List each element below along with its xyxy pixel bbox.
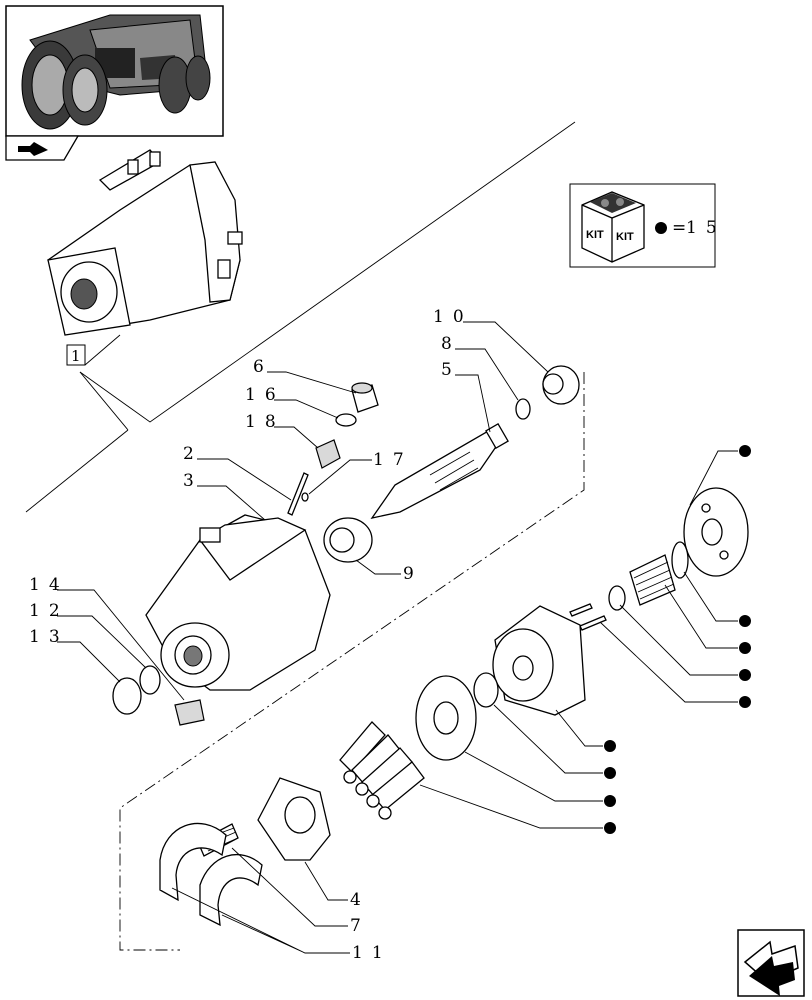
callout-18: 18	[245, 412, 285, 432]
kit-dot-5	[739, 696, 751, 708]
bearing-shells-11	[159, 822, 263, 927]
callout-17: 17	[373, 450, 413, 470]
ref-label: 1	[71, 347, 81, 365]
rod-2	[287, 472, 309, 516]
kit-legend: KIT KIT = 15	[569, 183, 726, 268]
pump-housing	[145, 514, 331, 691]
kit-bullet	[655, 222, 667, 234]
plug-6	[351, 382, 379, 413]
callout-16: 16	[245, 385, 285, 405]
kit-dot-6	[604, 740, 616, 752]
callout-11: 11	[352, 943, 392, 963]
kit-equals: =	[672, 218, 686, 238]
pin-b	[579, 615, 607, 631]
bush-small	[473, 672, 499, 708]
callout-6: 6	[253, 357, 273, 377]
ring-8	[515, 398, 531, 420]
nav-arrow-icon[interactable]	[5, 135, 80, 161]
kit-dot-1	[739, 445, 751, 457]
callout-13: 13	[29, 627, 69, 647]
spring-assembly	[608, 541, 689, 611]
callout-2: 2	[183, 444, 203, 464]
kit-box-icon: KIT KIT	[581, 191, 645, 263]
callout-5: 5	[441, 360, 461, 380]
bearing-9	[323, 517, 373, 563]
cap-14	[174, 699, 205, 726]
valve-plate	[415, 675, 477, 761]
port-plate	[683, 487, 749, 577]
callout-8: 8	[441, 334, 461, 354]
pin-a	[569, 603, 593, 617]
kit-dot-2	[739, 615, 751, 627]
seal-13	[112, 677, 142, 715]
bearing-10	[542, 365, 580, 405]
oring-16	[335, 413, 357, 427]
callouts: 10 8 5 6 16 18 17 2 3 9 14 12 13 4 7 11	[29, 307, 751, 963]
drive-shaft	[370, 422, 509, 519]
kit-dot-7	[604, 767, 616, 779]
kit-dot-8	[604, 795, 616, 807]
callout-4: 4	[350, 890, 370, 910]
kit-dot-9	[604, 822, 616, 834]
kit-dot-3	[739, 642, 751, 654]
swash-plate-4	[257, 777, 331, 861]
callout-12: 12	[29, 601, 69, 621]
pin-17	[301, 492, 309, 502]
callout-10: 10	[433, 307, 473, 327]
piston-set	[339, 721, 425, 820]
tractor-thumbnail[interactable]	[5, 5, 224, 137]
callout-9: 9	[403, 564, 423, 584]
cylinder-block	[492, 605, 586, 716]
kit-label-left: KIT	[586, 229, 604, 241]
bush-18	[315, 439, 341, 469]
callout-7: 7	[350, 916, 370, 936]
callout-3: 3	[183, 471, 203, 491]
ring-12	[139, 665, 161, 695]
kit-label-right: KIT	[616, 231, 634, 243]
assembled-pump	[47, 149, 243, 336]
ref-box-1: 1	[66, 334, 121, 366]
kit-dot-4	[739, 669, 751, 681]
next-page-arrow-icon[interactable]	[737, 929, 805, 997]
callout-14: 14	[29, 575, 69, 595]
kit-number: 15	[686, 218, 726, 238]
